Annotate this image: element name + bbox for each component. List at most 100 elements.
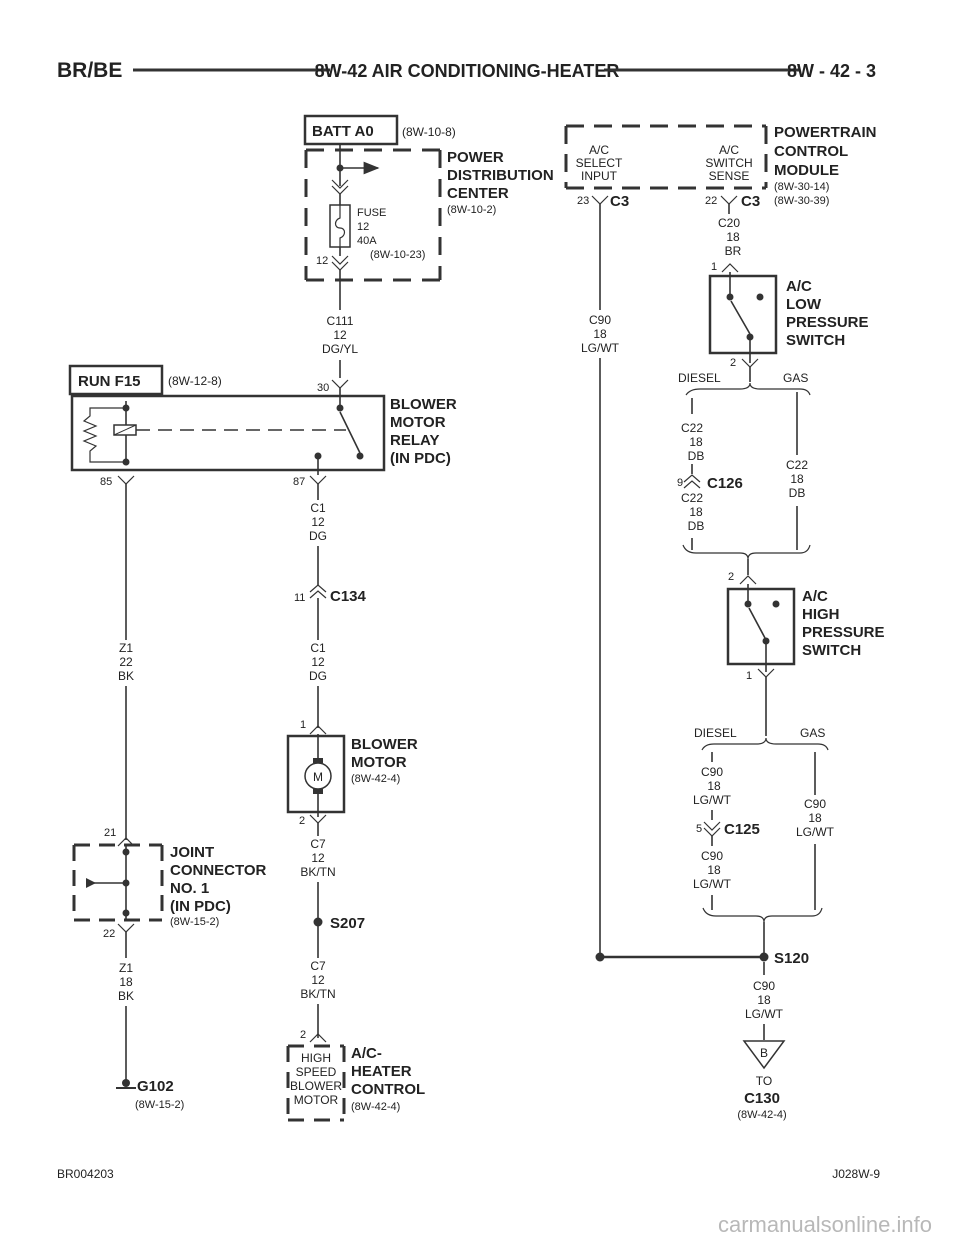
split2-gas: GAS: [800, 726, 825, 740]
pcm-sw-2: SWITCH: [705, 156, 752, 170]
conn-b-letter: B: [760, 1046, 768, 1060]
lowsw-title-1: A/C: [786, 278, 812, 295]
pdc-title-2: DISTRIBUTION: [447, 167, 554, 184]
control-title-2: HEATER: [351, 1063, 412, 1080]
svg-text:DB: DB: [789, 486, 806, 500]
wire-c22b-label: C22 18 DB: [681, 491, 704, 533]
highsw-title-2: HIGH: [802, 606, 840, 623]
relay-title-3: RELAY: [390, 432, 439, 449]
blower-title-1: BLOWER: [351, 736, 418, 753]
control-title-1: A/C-: [351, 1045, 382, 1062]
connector-c125: 5 C125: [696, 821, 760, 838]
joint-connector-1: 21 22 JOINT CONNECTOR NO. 1 (IN PDC) (8W…: [72, 827, 267, 940]
svg-text:18: 18: [593, 327, 607, 341]
svg-text:Z1: Z1: [119, 961, 133, 975]
pdc-pin: 12: [316, 255, 328, 267]
motor-symbol: M: [313, 770, 323, 784]
control-inner-1: HIGH: [301, 1051, 331, 1065]
ground-g102: G102 (8W-15-2): [116, 1078, 184, 1111]
svg-text:18: 18: [757, 993, 771, 1007]
svg-text:C90: C90: [804, 797, 826, 811]
relay-title-1: BLOWER: [390, 396, 457, 413]
joint-title-4: (IN PDC): [170, 898, 231, 915]
blower-motor-relay: 30 BLOWER MOTOR RELAY (IN PDC) 85 87: [70, 379, 457, 488]
off-page-connector-b: B TO C130 (8W-42-4): [737, 1040, 787, 1121]
svg-text:LG/WT: LG/WT: [693, 793, 732, 807]
pcm-sw-3: SENSE: [709, 169, 750, 183]
control-title-3: CONTROL: [351, 1081, 425, 1098]
svg-text:C90: C90: [589, 313, 611, 327]
svg-text:18: 18: [119, 975, 133, 989]
relay-title-4: (IN PDC): [390, 450, 451, 467]
blower-motor: 1 M BLOWER MOTOR (8W-42-4) 2: [286, 719, 418, 827]
wire-c20-label: C20 18 BR: [718, 216, 742, 258]
svg-text:BK: BK: [118, 669, 134, 683]
ground-icon: [122, 1079, 130, 1087]
c125-label: C125: [724, 821, 760, 838]
pcm-pin22: 22: [705, 195, 717, 207]
svg-text:C111: C111: [327, 314, 354, 328]
pcm-c3b: C3: [741, 193, 760, 210]
connector-c134: 11 C134: [294, 584, 367, 605]
svg-text:DB: DB: [688, 449, 705, 463]
split2-diesel: DIESEL: [694, 726, 737, 740]
wire-c22c-label: C22 18 DB: [786, 458, 808, 500]
svg-text:C1: C1: [310, 501, 326, 515]
svg-text:C90: C90: [701, 765, 723, 779]
pdc-title-1: POWER: [447, 149, 504, 166]
relay-pin85: 85: [100, 476, 112, 488]
svg-text:C22: C22: [681, 491, 703, 505]
svg-text:C90: C90: [753, 979, 775, 993]
fuse-ref: (8W-10-23): [370, 249, 425, 261]
highsw-title-3: PRESSURE: [802, 624, 885, 641]
c126-pin: 9: [677, 477, 683, 489]
pcm-sel-3: INPUT: [581, 169, 618, 183]
batt-label: BATT A0: [312, 123, 374, 140]
lowsw-pin1: 1: [711, 261, 717, 273]
conn-b-label: C130: [744, 1090, 780, 1107]
control-inner-3: BLOWER: [290, 1079, 342, 1093]
s207-label: S207: [330, 915, 365, 932]
splice-s120: S120: [595, 950, 809, 967]
relay-pin30: 30: [317, 382, 329, 394]
svg-text:18: 18: [707, 779, 721, 793]
svg-text:12: 12: [311, 515, 325, 529]
g102-label: G102: [137, 1078, 174, 1095]
wire-c1b-label: C1 12 DG: [309, 641, 327, 683]
svg-text:18: 18: [790, 472, 804, 486]
wire-c22a-label: C22 18 DB: [681, 421, 704, 463]
fuse-number: 12: [357, 221, 369, 233]
svg-text:C90: C90: [701, 849, 723, 863]
page-footer: BR004203 J028W-9 carmanualsonline.info: [57, 1167, 932, 1237]
highsw-title-4: SWITCH: [802, 642, 861, 659]
joint-ref: (8W-15-2): [170, 916, 219, 928]
lowsw-title-2: LOW: [786, 296, 822, 313]
joint-title-3: NO. 1: [170, 880, 209, 897]
c134-label: C134: [330, 588, 367, 605]
svg-text:LG/WT: LG/WT: [581, 341, 620, 355]
svg-text:BK/TN: BK/TN: [300, 865, 335, 879]
svg-text:DB: DB: [688, 519, 705, 533]
run-f15-source: RUN F15 (8W-12-8): [68, 364, 222, 396]
split1-diesel: DIESEL: [678, 371, 721, 385]
header-page-number: 8W - 42 - 3: [787, 61, 876, 81]
joint-pin21: 21: [104, 827, 116, 839]
joint-title-1: JOINT: [170, 844, 214, 861]
c134-pin: 11: [294, 592, 305, 604]
batt-ref: (8W-10-8): [402, 125, 456, 139]
pcm-pin23: 23: [577, 195, 589, 207]
pcm-sel-2: SELECT: [576, 156, 623, 170]
pdc-title-3: CENTER: [447, 185, 509, 202]
batt-a0-source: BATT A0 (8W-10-8): [303, 114, 456, 146]
svg-text:C7: C7: [310, 837, 326, 851]
powertrain-control-module: A/C SELECT INPUT A/C SWITCH SENSE POWERT…: [564, 124, 877, 210]
svg-text:C22: C22: [786, 458, 808, 472]
s120-label: S120: [774, 950, 809, 967]
pcm-ref-2: (8W-30-39): [774, 195, 829, 207]
svg-text:LG/WT: LG/WT: [745, 1007, 784, 1021]
highsw-pin2: 2: [728, 571, 734, 583]
svg-text:C20: C20: [718, 216, 740, 230]
ac-high-pressure-switch: 2 A/C HIGH PRESSURE SWITCH 1: [726, 571, 885, 682]
svg-text:18: 18: [689, 435, 703, 449]
blower-ref: (8W-42-4): [351, 773, 400, 785]
